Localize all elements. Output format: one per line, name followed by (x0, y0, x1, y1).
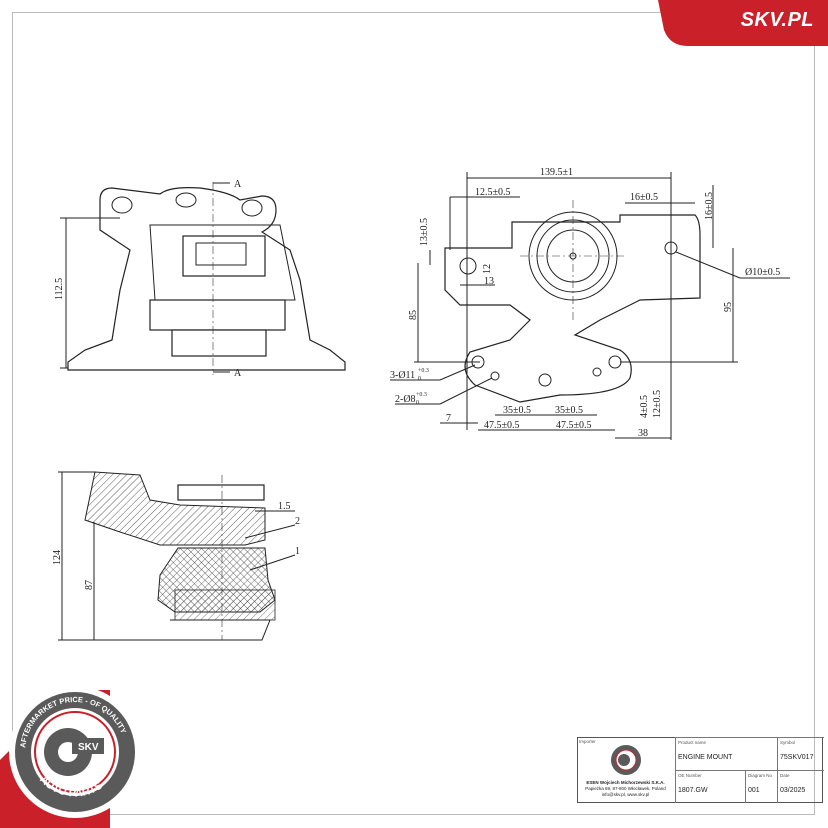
drawing-frame (12, 12, 815, 815)
dim-47-right: 47.5±0.5 (556, 420, 592, 431)
dim-95: 95 (723, 302, 734, 312)
section-mark-top: A (234, 179, 242, 190)
section-view: 124 87 1.5 2 1 (52, 471, 300, 641)
dim-12-5: 12.5±0.5 (475, 187, 511, 198)
dim-112-5: 112.5 (54, 278, 65, 300)
importer-logo (611, 745, 641, 775)
dim-35-left: 35±0.5 (503, 405, 531, 416)
brand-corner (658, 0, 828, 46)
dim-85: 85 (408, 310, 419, 320)
dim-holes-8-tol: +0.3 (416, 392, 427, 398)
top-view: 139.5±1 12.5±0.5 16±0.5 16±0.5 13±0.5 12… (390, 167, 790, 440)
product-name: ENGINE MOUNT (678, 754, 733, 761)
diagram-no-label: Diagram No (748, 773, 773, 778)
callout-2: 2 (295, 516, 300, 527)
date: 03/2025 (780, 787, 806, 794)
importer-name: ESEN Wojciech Michorzewski S.K.A. (586, 780, 665, 785)
title-block: Importer ESEN Wojciech Michorzewski S.K.… (577, 737, 824, 803)
dim-38: 38 (638, 428, 648, 439)
dim-holes-11: 3-Ø11 (390, 370, 415, 381)
dim-16-vertical: 16±0.5 (704, 192, 715, 220)
importer-contact: info@skv.pl, www.skv.pl (601, 792, 650, 797)
skv-logo: SKV AFTERMARKET PRICE - OF QUALITY AUTO … (0, 686, 141, 828)
dim-hole-dia: Ø10±0.5 (745, 267, 780, 278)
dim-12-vertical: 12±0.5 (652, 390, 663, 418)
symbol-label: Symbol (780, 740, 796, 745)
callout-1: 1 (295, 546, 300, 557)
oe-number: 1807.GW (678, 787, 708, 794)
dim-4: 4±0.5 (639, 395, 650, 418)
dim-35-right: 35±0.5 (555, 405, 583, 416)
logo-center-text: SKV (78, 742, 99, 753)
oe-number-label: OE Number (678, 773, 702, 778)
dim-1-5: 1.5 (278, 501, 291, 512)
brand-site: SKV.PL (740, 9, 814, 31)
dim-13-slot: 13 (484, 276, 494, 287)
dim-47-left: 47.5±0.5 (484, 420, 520, 431)
dim-139-5: 139.5±1 (540, 167, 573, 178)
dim-7: 7 (446, 413, 451, 424)
dim-124: 124 (52, 550, 63, 565)
section-mark-bottom: A (234, 368, 242, 379)
dim-87: 87 (84, 580, 95, 590)
diagram-no: 001 (748, 787, 760, 794)
dim-12-slot: 12 (482, 264, 493, 274)
importer-label: Importer (579, 739, 596, 744)
front-view: A A 112.5 (54, 179, 346, 379)
importer-address: Papieżka 69, 87-800 Włocławek, Poland (585, 786, 666, 791)
dim-holes-8-tol-low: 0 (416, 400, 419, 406)
dim-holes-8: 2-Ø8 (395, 394, 416, 405)
symbol: 75SKV017 (780, 754, 814, 761)
dim-holes-11-tol-low: 0 (418, 376, 421, 382)
product-name-label: Product name (678, 740, 707, 745)
date-label: Date (780, 773, 790, 778)
dim-16-right: 16±0.5 (630, 192, 658, 203)
dim-13-vertical: 13±0.5 (419, 218, 430, 246)
dim-holes-11-tol: +0.3 (418, 368, 429, 374)
